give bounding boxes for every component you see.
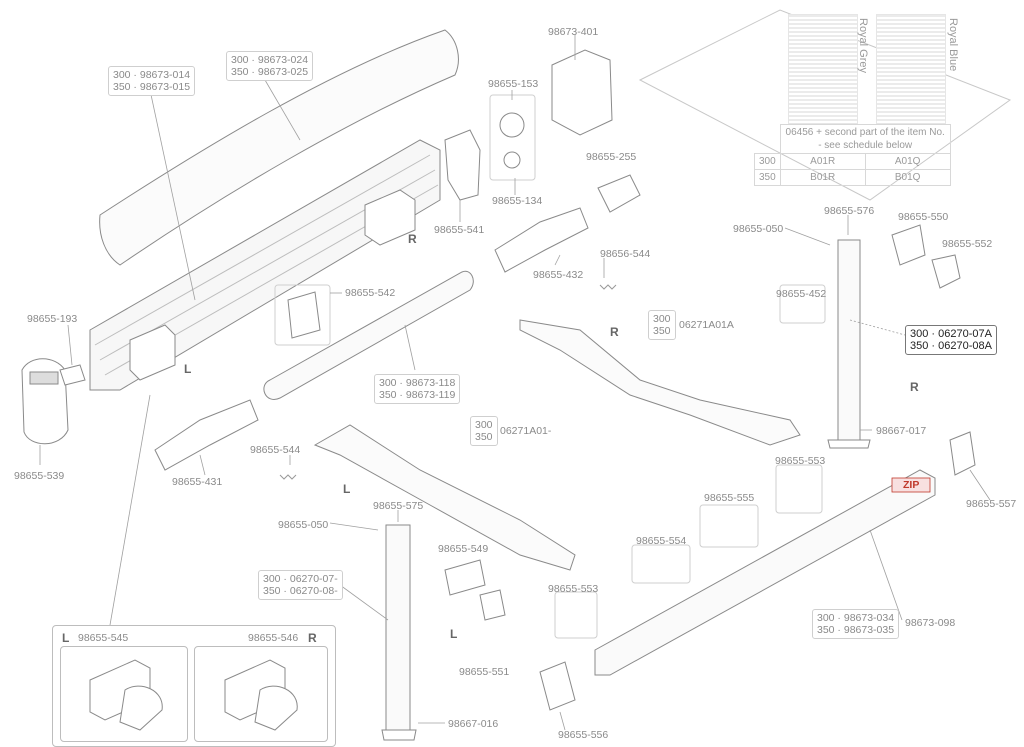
- part-number: 350 · 06270-08-: [263, 585, 338, 597]
- size-300: 300: [653, 313, 671, 325]
- part-label-roller-tube: 300 · 98673-118 350 · 98673-119: [374, 374, 461, 404]
- part-number: 98655-542: [345, 287, 396, 299]
- end-cap-top: [364, 189, 416, 246]
- part-number: 98655-553: [775, 455, 826, 467]
- part-number: 350 · 98673-015: [113, 81, 191, 93]
- end-cap-left: [129, 324, 176, 381]
- part-number: 98655-541: [434, 224, 485, 236]
- size-350: 350: [475, 431, 493, 443]
- part-label-leg-left: 300 · 06270-07- 350 · 06270-08-: [258, 570, 343, 600]
- subpanel-546: [194, 646, 328, 742]
- side-marker: L: [62, 631, 70, 645]
- part-number: 98655-552: [942, 238, 993, 250]
- motor-left: [154, 399, 259, 471]
- part-number: 98655-544: [250, 444, 301, 456]
- size-300: 300: [475, 419, 493, 431]
- part-label-front-rail: 300 · 98673-034 350 · 98673-035: [812, 609, 900, 639]
- roller-tube: [263, 270, 474, 400]
- part-number: 300 · 06270-07A: [910, 328, 992, 340]
- size-350: 350: [653, 325, 671, 337]
- fabric-swatch-grey: [788, 14, 858, 124]
- end-bracket-401: [551, 49, 613, 136]
- side-marker: L: [450, 627, 458, 641]
- subpanel-545: [60, 646, 188, 742]
- part-number: 98655-134: [492, 195, 543, 207]
- part-number: 98655-549: [438, 543, 489, 555]
- fabric-schedule-table: 06456 + second part of the item No. - se…: [754, 124, 951, 186]
- fabric-label-blue: Royal Blue: [947, 18, 959, 72]
- part-number: 98655-550: [898, 211, 949, 223]
- part-number: 300 · 98673-014: [113, 69, 191, 81]
- schedule-header: 06456 + second part of the item No.: [785, 127, 945, 138]
- part-number: 98655-153: [488, 78, 539, 90]
- part-number: 98655-576: [824, 205, 875, 217]
- motor-right: [494, 207, 589, 273]
- part-number: 98655-553: [548, 583, 599, 595]
- main-case: [89, 139, 441, 391]
- part-number: 98673-401: [548, 26, 599, 38]
- support-leg-left: [385, 524, 411, 736]
- part-number: 98655-575: [373, 500, 424, 512]
- gear-part: [59, 364, 86, 386]
- schedule-row-300: 300: [754, 153, 781, 170]
- side-marker: R: [910, 380, 919, 394]
- side-marker: R: [408, 232, 417, 246]
- part-number: 98655-551: [459, 666, 510, 678]
- part-number: 98655-255: [586, 151, 637, 163]
- part-number: 98655-556: [558, 729, 609, 741]
- part-number: 98655-539: [14, 470, 65, 482]
- side-marker: R: [308, 631, 317, 645]
- side-marker: L: [343, 482, 351, 496]
- schedule-header-2: - see schedule below: [818, 140, 913, 151]
- schedule-cell: A01Q: [864, 153, 951, 170]
- part-label-leg-right: 300 · 06270-07A 350 · 06270-08A: [905, 325, 997, 355]
- part-number: 98655-432: [533, 269, 584, 281]
- side-marker: L: [184, 362, 192, 376]
- part-number: 06271A01-: [500, 425, 552, 437]
- schedule-row-350: 350: [754, 169, 781, 186]
- part-number: 98655-545: [78, 632, 129, 644]
- part-number: 98673-098: [905, 617, 956, 629]
- side-marker: R: [610, 325, 619, 339]
- part-number: 350 · 98673-119: [379, 389, 456, 401]
- support-leg-right: [837, 239, 861, 441]
- part-number: 350 · 06270-08A: [910, 340, 992, 352]
- part-number: 300 · 98673-024: [231, 54, 309, 66]
- part-label-arm-left: 300 350: [470, 416, 498, 446]
- part-label-front-cover: 300 · 98673-024 350 · 98673-025: [226, 51, 314, 81]
- part-number: 300 · 06270-07-: [263, 573, 338, 585]
- schedule-cell: B01Q: [864, 169, 951, 186]
- arm-left: [313, 424, 576, 571]
- part-number: 98655-546: [248, 632, 299, 644]
- part-label-arm-right: 300 350: [648, 310, 676, 340]
- front-cover: [99, 29, 459, 266]
- part-number: 350 · 98673-025: [231, 66, 309, 78]
- fabric-label-grey: Royal Grey: [857, 18, 869, 74]
- part-number: 98655-557: [966, 498, 1017, 510]
- part-number: 98655-050: [733, 223, 784, 235]
- part-number: 98656-544: [600, 248, 651, 260]
- part-number: 300 · 98673-118: [379, 377, 456, 389]
- part-number: 98667-017: [876, 425, 927, 437]
- zip-logo-text: ZIP: [903, 479, 920, 491]
- part-number: 98655-554: [636, 535, 687, 547]
- schedule-cell: B01R: [779, 169, 866, 186]
- part-number: 98655-431: [172, 476, 223, 488]
- part-number: 98655-050: [278, 519, 329, 531]
- fabric-swatch-blue: [876, 14, 946, 124]
- front-rail: [594, 469, 936, 676]
- part-number: 06271A01A: [679, 319, 734, 331]
- part-number: 98667-016: [448, 718, 499, 730]
- part-number: 350 · 98673-035: [817, 624, 895, 636]
- part-number: 98655-193: [27, 313, 78, 325]
- schedule-cell: A01R: [779, 153, 866, 170]
- part-number: 300 · 98673-034: [817, 612, 895, 624]
- arm-right: [519, 319, 801, 446]
- part-label-cover-case: 300 · 98673-014 350 · 98673-015: [108, 66, 196, 96]
- zip-logo: [891, 477, 931, 493]
- part-number: 98655-555: [704, 492, 755, 504]
- part-number: 98655-452: [776, 288, 827, 300]
